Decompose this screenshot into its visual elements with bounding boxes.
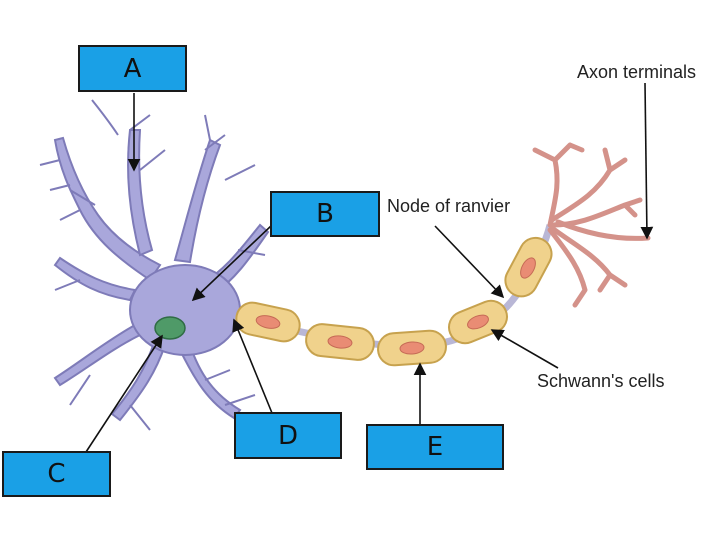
label-node-of-ranvier: Node of ranvier bbox=[387, 196, 511, 216]
cell-body bbox=[39, 99, 270, 431]
label-schwann-cells: Schwann's cells bbox=[537, 371, 665, 391]
schwann-cells bbox=[235, 236, 553, 367]
label-box-a: A bbox=[78, 45, 187, 92]
label-box-d: D bbox=[234, 412, 342, 459]
label-box-e: E bbox=[366, 424, 504, 470]
label-axon-terminals: Axon terminals bbox=[577, 62, 697, 82]
pointer-arrows bbox=[85, 82, 654, 453]
label-box-c: C bbox=[2, 451, 111, 497]
axon-terminals bbox=[532, 142, 651, 308]
schwann-nuclei bbox=[255, 257, 536, 355]
nucleus bbox=[154, 316, 186, 340]
label-box-b: B bbox=[270, 191, 380, 237]
